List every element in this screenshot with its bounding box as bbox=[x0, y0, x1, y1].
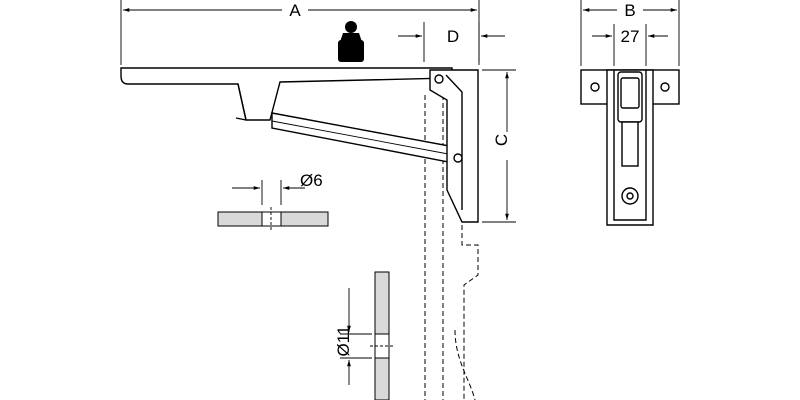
dimension-27: 27 bbox=[592, 24, 668, 66]
vertical-bracket bbox=[429, 69, 479, 223]
hole-small-label: Ø6 bbox=[300, 171, 323, 190]
pivot-hole-top bbox=[434, 74, 444, 84]
dimension-a: A bbox=[120, 0, 480, 65]
weight-icon bbox=[338, 21, 364, 62]
mount-hole-left bbox=[590, 82, 600, 92]
dimension-b-label: B bbox=[624, 1, 635, 20]
hole-detail-small: Ø6 bbox=[217, 171, 329, 231]
dimension-27-label: 27 bbox=[621, 27, 640, 46]
dimension-c-label: C bbox=[492, 134, 511, 146]
hole-large-label: Ø11 bbox=[334, 326, 353, 357]
mount-hole-right bbox=[660, 82, 670, 92]
hole-detail-large: Ø11 bbox=[334, 271, 394, 400]
dimension-c: C bbox=[482, 69, 516, 223]
diagonal-strut bbox=[271, 112, 461, 165]
bracket-front-view bbox=[580, 69, 680, 226]
front-hole-inner bbox=[626, 192, 634, 200]
dimension-a-label: A bbox=[289, 1, 301, 20]
dimension-d: D bbox=[398, 22, 505, 62]
shelf-arm bbox=[120, 67, 453, 121]
dimension-d-label: D bbox=[447, 27, 459, 46]
dimension-b: B bbox=[580, 0, 680, 66]
pivot-hole-strut bbox=[453, 153, 463, 163]
